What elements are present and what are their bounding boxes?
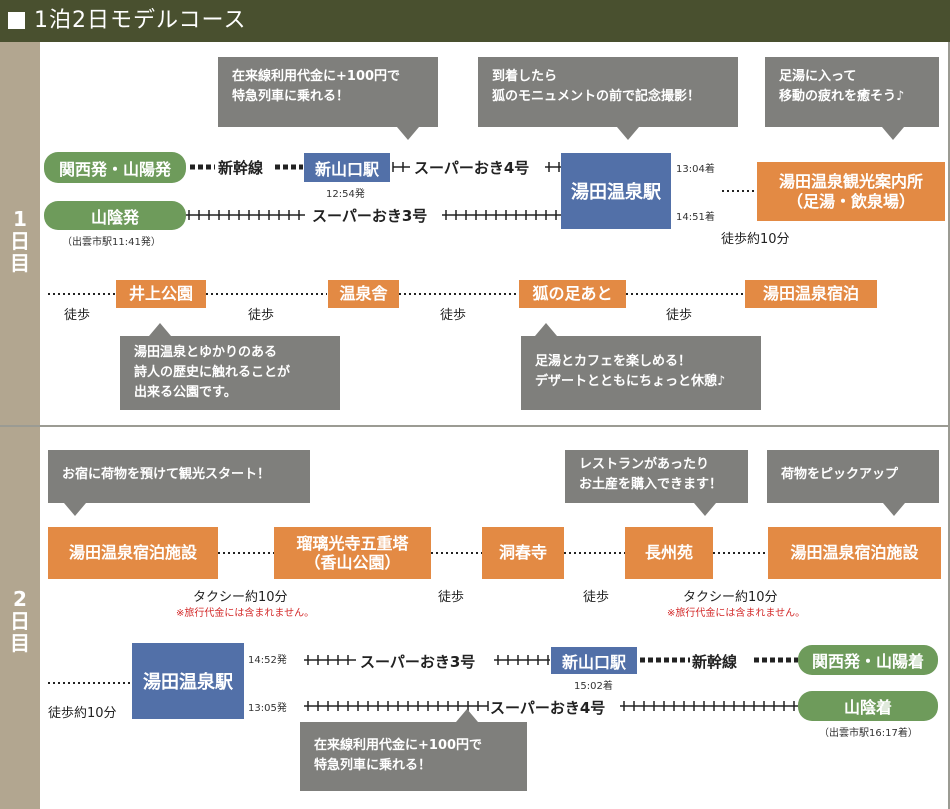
bubble-pointer — [456, 709, 478, 722]
bubble-text: 到着したら 狐のモニュメントの前で記念撮影！ — [492, 69, 701, 104]
bubble-text: レストランがあったり お土産を購入できます！ — [579, 457, 723, 492]
bubble-text: 足湯とカフェを楽しめる！ デザートとともにちょっと休憩♪ — [535, 354, 726, 389]
super-oki-4-label: スーパーおき4号 — [414, 159, 530, 177]
stop-lodging-start: 湯田温泉宿泊施設 — [48, 527, 218, 579]
bubble-pointer — [149, 323, 171, 336]
bubble-pointer — [882, 127, 904, 140]
super-oki-3-label: スーパーおき3号 — [360, 653, 476, 671]
bubble-pointer — [397, 127, 419, 140]
bubble-text: お宿に荷物を預けて観光スタート！ — [62, 467, 271, 482]
walk-10-label: 徒歩約10分 — [721, 232, 790, 247]
bubble-text: 足湯に入って 移動の疲れを癒そう♪ — [779, 69, 905, 104]
start-kansai-badge: 関西発・山陽発 — [44, 152, 186, 183]
walk-label: 徒歩 — [248, 308, 275, 323]
depart-time-1: 14:52発 — [248, 655, 287, 666]
day1-label-char2: 目 — [10, 251, 30, 275]
walk-label: 徒歩 — [64, 308, 91, 323]
stop-inoue-park: 井上公園 — [116, 280, 206, 308]
page-title: 1泊2日モデルコース — [34, 8, 247, 33]
taxi-note: ※旅行代金には含まれません。 — [667, 608, 806, 619]
yuda-station: 湯田温泉駅 — [561, 153, 671, 229]
depart-time-2: 13:05発 — [248, 703, 287, 714]
bubble-pointer — [535, 323, 557, 336]
walk-10-label: 徒歩約10分 — [48, 706, 117, 721]
yuda-station-day2: 湯田温泉駅 — [132, 643, 244, 719]
day1-lines — [48, 162, 757, 295]
tourist-info-center: 湯田温泉観光案内所 （足湯・飲泉場） — [757, 162, 945, 221]
bubble-pickup: 荷物をピックアップ — [767, 450, 939, 503]
stop-rurikoji: 瑠璃光寺五重塔 （香山公園） — [274, 527, 431, 579]
bubble-text: 湯田温泉とゆかりのある 詩人の歴史に触れることが 出来る公園です。 — [134, 345, 291, 400]
bubble-luggage: お宿に荷物を預けて観光スタート！ — [48, 450, 310, 503]
shinyamaguchi-time: 12:54発 — [326, 189, 365, 200]
day2-label-char1: 日 — [10, 609, 30, 633]
arrive-time-1: 13:04着 — [676, 164, 715, 175]
day1-sidebar — [0, 42, 40, 425]
walk-label: 徒歩 — [666, 308, 693, 323]
bubble-pointer — [694, 503, 716, 516]
walk-label: 徒歩 — [583, 590, 610, 605]
bubble-footbath: 足湯に入って 移動の疲れを癒そう♪ — [765, 57, 939, 127]
bubble-pointer — [617, 127, 639, 140]
taxi-note: ※旅行代金には含まれません。 — [176, 608, 315, 619]
stop-fox-footprints: 狐の足あと — [519, 280, 626, 308]
day2-label-num: 2 — [13, 587, 27, 611]
bubble-restaurant: レストランがあったり お土産を購入できます！ — [565, 450, 748, 503]
right-border — [948, 42, 950, 809]
walk-label: 徒歩 — [440, 308, 467, 323]
bubble-text: 荷物をピックアップ — [781, 467, 899, 482]
end-sanin-badge: 山陰着 — [798, 691, 938, 721]
day1-label-num: 1 — [13, 207, 27, 231]
taxi-label: タクシー約10分 — [683, 590, 778, 605]
day1-label: 1 日 目 — [0, 208, 40, 274]
bubble-pointer — [883, 503, 905, 516]
shinyamaguchi-time: 15:02着 — [574, 681, 613, 692]
bubble-text: 在来線利用代金に+100円で 特急列車に乗れる！ — [314, 738, 483, 773]
walk-label: 徒歩 — [438, 590, 465, 605]
shinyamaguchi-station-day2: 新山口駅 — [551, 647, 637, 674]
page-header: 1泊2日モデルコース — [0, 0, 950, 42]
bubble-pointer — [64, 503, 86, 516]
day2-sidebar — [0, 427, 40, 809]
stop-choshuen: 長州苑 — [625, 527, 713, 579]
shinkansen-label: 新幹線 — [218, 159, 264, 177]
super-oki-4-label: スーパーおき4号 — [490, 699, 606, 717]
sanin-note: （出雲市駅16:17着） — [819, 728, 918, 739]
stop-toshunji: 洞春寺 — [482, 527, 564, 579]
stop-yuda-lodging: 湯田温泉宿泊 — [745, 280, 877, 308]
day2-label-char2: 目 — [10, 631, 30, 655]
day-divider — [0, 425, 950, 427]
bubble-text: 在来線利用代金に+100円で 特急列車に乗れる！ — [232, 69, 401, 104]
arrive-time-2: 14:51着 — [676, 212, 715, 223]
bubble-inoue-park: 湯田温泉とゆかりのある 詩人の歴史に触れることが 出来る公園です。 — [120, 336, 340, 410]
day2-lines — [48, 552, 798, 707]
super-oki-3-label: スーパーおき3号 — [312, 207, 428, 225]
bubble-limited-express: 在来線利用代金に+100円で 特急列車に乗れる！ — [218, 57, 438, 127]
day1-label-char1: 日 — [10, 229, 30, 253]
square-icon — [8, 12, 25, 29]
shinkansen-label: 新幹線 — [692, 653, 738, 671]
start-sanin-badge: 山陰発 — [44, 201, 186, 230]
bubble-fox-footprints: 足湯とカフェを楽しめる！ デザートとともにちょっと休憩♪ — [521, 336, 761, 410]
stop-lodging-end: 湯田温泉宿泊施設 — [768, 527, 941, 579]
shinyamaguchi-station: 新山口駅 — [304, 153, 390, 182]
taxi-label: タクシー約10分 — [193, 590, 288, 605]
end-kansai-badge: 関西発・山陽着 — [798, 645, 938, 675]
stop-onsensha: 温泉舎 — [328, 280, 399, 308]
bubble-limited-express-day2: 在来線利用代金に+100円で 特急列車に乗れる！ — [300, 722, 527, 791]
day2-label: 2 日 目 — [0, 588, 40, 654]
bubble-fox-monument: 到着したら 狐のモニュメントの前で記念撮影！ — [478, 57, 738, 127]
sanin-note: （出雲市駅11:41発） — [62, 237, 161, 248]
